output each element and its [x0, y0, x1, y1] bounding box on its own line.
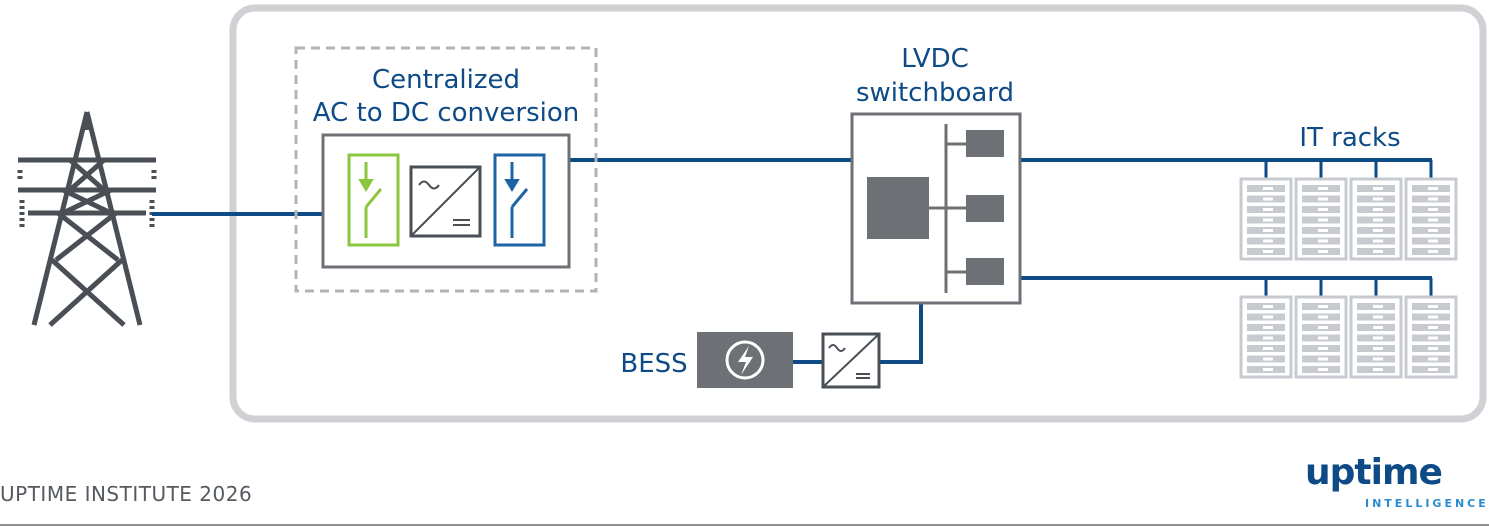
lvdc-switchboard — [850, 112, 1022, 305]
switchboard-label-line1: LVDC — [901, 44, 969, 74]
conversion-label-line1: Centralized — [372, 65, 520, 95]
rectifier-icon — [409, 165, 482, 238]
rack-feed-taps — [1264, 160, 1433, 298]
uptime-logo-subtitle: INTELLIGENCE — [1365, 497, 1489, 510]
server-rack-icon — [1294, 295, 1348, 379]
ac-switch-icon — [347, 153, 400, 247]
server-rack-icon — [1239, 177, 1293, 261]
it-racks-label: IT racks — [1299, 123, 1400, 153]
source-credit: UPTIME INSTITUTE 2026 — [0, 482, 253, 506]
server-rack-icon — [1239, 295, 1293, 379]
transmission-tower-icon — [17, 111, 157, 327]
conversion-label-line2: AC to DC conversion — [313, 98, 579, 128]
dc-switch-icon — [493, 153, 546, 247]
switchboard-label-line2: switchboard — [856, 78, 1014, 108]
footer-divider — [0, 524, 1489, 526]
it-rack-row-top — [1239, 177, 1458, 261]
bess-label: BESS — [620, 349, 687, 379]
server-rack-icon — [1294, 177, 1348, 261]
it-rack-row-bottom — [1239, 295, 1458, 379]
power-wires — [152, 158, 1432, 364]
server-rack-icon — [1349, 177, 1403, 261]
conversion-zone — [294, 46, 598, 293]
server-rack-icon — [1349, 295, 1403, 379]
battery-storage-icon — [697, 332, 793, 388]
server-rack-icon — [1404, 177, 1458, 261]
uptime-logo: uptime — [1305, 452, 1443, 493]
server-rack-icon — [1404, 295, 1458, 379]
bess-inverter-icon — [821, 332, 881, 389]
